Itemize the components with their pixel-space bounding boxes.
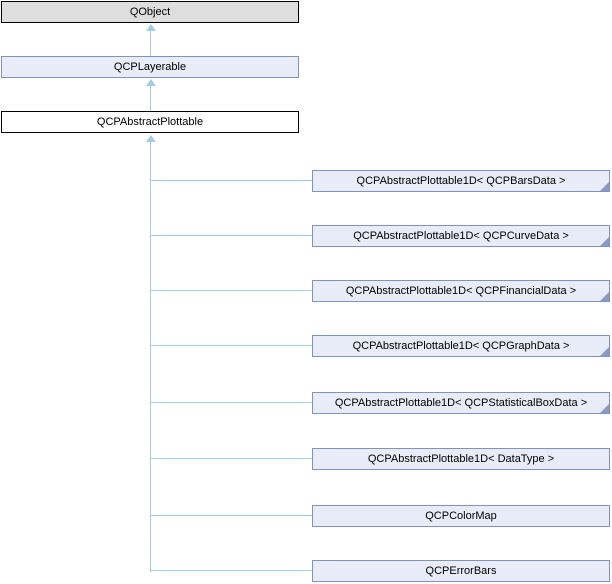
class-node-qcpabstractplottable1d-qcpfinancialdata[interactable]: QCPAbstractPlottable1D< QCPFinancialData… <box>312 280 610 302</box>
class-node-label: QCPAbstractPlottable1D< QCPCurveData > <box>353 230 569 242</box>
class-node-qcpcolormap[interactable]: QCPColorMap <box>312 505 610 527</box>
class-node-qcpabstractplottable: QCPAbstractPlottable <box>1 111 299 133</box>
fold-corner-icon <box>600 347 609 356</box>
class-node-label: QCPAbstractPlottable1D< QCPGraphData > <box>352 340 570 352</box>
branch-line <box>151 570 312 571</box>
inheritance-arrow-icon <box>146 79 156 86</box>
class-node-label: QCPErrorBars <box>425 565 497 577</box>
class-node-qcpabstractplottable1d-qcpcurvedata[interactable]: QCPAbstractPlottable1D< QCPCurveData > <box>312 225 610 247</box>
fold-corner-icon <box>600 292 609 301</box>
branch-line <box>151 458 312 459</box>
inheritance-arrow-icon <box>146 135 156 142</box>
class-node-qobject: QObject <box>1 1 299 23</box>
branch-line <box>151 235 312 236</box>
class-node-qcpabstractplottable1d-qcpstatisticalboxdata[interactable]: QCPAbstractPlottable1D< QCPStatisticalBo… <box>312 392 610 414</box>
connector-trunk-line <box>150 136 151 572</box>
inheritance-arrow-icon <box>146 24 156 31</box>
class-node-qcpabstractplottable1d-qcpgraphdata[interactable]: QCPAbstractPlottable1D< QCPGraphData > <box>312 335 610 357</box>
class-node-qcpabstractplottable1d-datatype[interactable]: QCPAbstractPlottable1D< DataType > <box>312 448 610 470</box>
connector-line <box>150 80 151 111</box>
class-node-label: QCPColorMap <box>425 510 497 522</box>
branch-line <box>151 515 312 516</box>
branch-line <box>151 402 312 403</box>
class-node-qcperrorbars[interactable]: QCPErrorBars <box>312 560 610 582</box>
class-node-qcpabstractplottable1d-qcpbarsdata[interactable]: QCPAbstractPlottable1D< QCPBarsData > <box>312 170 610 192</box>
branch-line <box>151 290 312 291</box>
class-node-label: QCPAbstractPlottable1D< QCPFinancialData… <box>345 285 577 297</box>
branch-line <box>151 180 312 181</box>
class-node-label: QCPAbstractPlottable1D< QCPBarsData > <box>356 175 566 187</box>
class-node-qcplayerable[interactable]: QCPLayerable <box>1 56 299 78</box>
fold-corner-icon <box>600 237 609 246</box>
fold-corner-icon <box>600 182 609 191</box>
class-node-label: QCPAbstractPlottable1D< DataType > <box>367 453 555 465</box>
connector-line <box>150 25 151 56</box>
fold-corner-icon <box>600 404 609 413</box>
class-node-label: QCPAbstractPlottable1D< QCPStatisticalBo… <box>334 397 588 409</box>
branch-line <box>151 345 312 346</box>
